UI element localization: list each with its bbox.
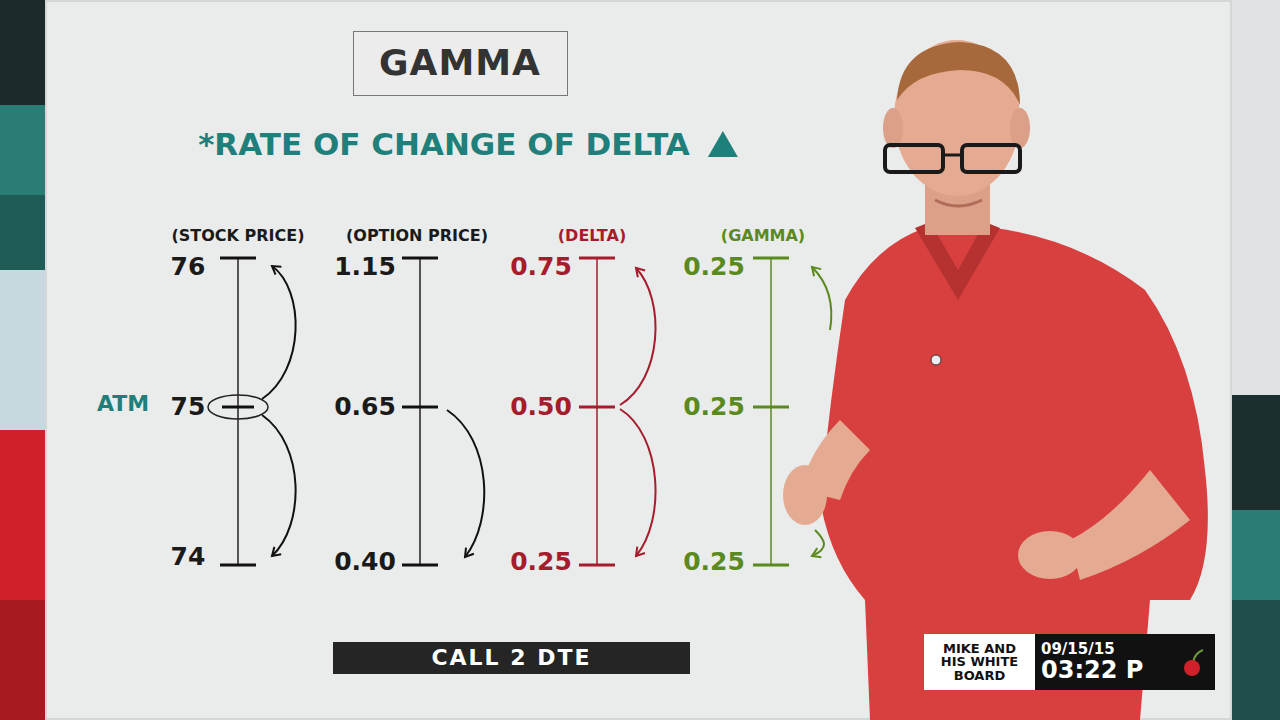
glasses	[885, 145, 943, 172]
scale-tick	[220, 257, 256, 260]
show-logo-box: MIKE AND HIS WHITE BOARD	[924, 634, 1035, 690]
whiteboard-surface	[45, 0, 1232, 720]
logo-text: MIKE AND HIS WHITE BOARD	[930, 642, 1029, 683]
edge-bar	[0, 105, 45, 195]
edge-bar	[1232, 395, 1280, 510]
price-value: 75	[171, 393, 206, 422]
delta-value: 0.75	[510, 253, 572, 282]
curved-arrow	[262, 266, 296, 399]
gamma-value: 0.25	[683, 253, 745, 282]
scale-tick	[579, 564, 615, 567]
scale-line	[770, 258, 772, 565]
edge-bar	[0, 430, 45, 600]
mouth	[935, 200, 982, 206]
scale-tick	[753, 406, 789, 409]
timestamp-box: 09/15/1503:22 P	[1035, 634, 1215, 690]
price-value: 74	[171, 543, 206, 572]
scale-tick	[402, 257, 438, 260]
scale-tick	[402, 564, 438, 567]
scale-line	[596, 258, 598, 565]
edge-bar	[1232, 510, 1280, 600]
delta-symbol	[708, 131, 738, 157]
hand	[1018, 531, 1082, 579]
edge-bar	[0, 195, 45, 270]
glasses-bridge	[943, 154, 962, 157]
scale-tick	[579, 257, 615, 260]
cherry-icon	[1179, 648, 1207, 678]
scale-tick	[753, 257, 789, 260]
curved-arrow	[812, 267, 831, 330]
column-header: (DELTA)	[558, 227, 626, 245]
forearm	[1070, 470, 1190, 580]
option-value: 0.40	[334, 548, 396, 577]
gamma-scale	[753, 258, 831, 565]
option-scale	[402, 258, 484, 565]
scale-line	[237, 258, 239, 565]
title-text: GAMMA	[379, 42, 541, 83]
cherry-stem	[1193, 650, 1203, 662]
edge-bar	[0, 270, 45, 430]
column-header: (GAMMA)	[721, 227, 805, 245]
delta-scale	[579, 258, 656, 565]
band-text: CALL 2 DTE	[431, 646, 591, 670]
call-band: CALL 2 DTE	[333, 642, 690, 674]
title-box: GAMMA	[353, 31, 568, 96]
presenter-figure	[783, 40, 1208, 720]
column-header: (OPTION PRICE)	[346, 227, 488, 245]
edge-bar	[0, 600, 45, 720]
scale-tick	[402, 406, 438, 409]
edge-bar	[1232, 0, 1280, 395]
hand	[783, 465, 827, 525]
option-value: 0.65	[334, 393, 396, 422]
column-header: (STOCK PRICE)	[171, 227, 304, 245]
cherry-fruit	[1184, 660, 1200, 676]
ear	[883, 108, 903, 148]
edge-bar	[0, 0, 45, 105]
glasses	[962, 145, 1020, 172]
date-text: 09/15/15	[1041, 641, 1115, 658]
curved-arrow	[812, 530, 824, 556]
scale-tick	[220, 564, 256, 567]
ear	[1010, 108, 1030, 148]
price-value: 76	[171, 253, 206, 282]
atm-label: ATM	[97, 391, 149, 416]
time-text: 03:22 P	[1041, 657, 1143, 683]
curved-arrow	[447, 410, 484, 557]
option-value: 1.15	[334, 253, 396, 282]
curved-arrow	[620, 409, 656, 556]
stock-scale	[208, 258, 296, 565]
delta-value: 0.50	[510, 393, 572, 422]
scale-line	[419, 258, 421, 565]
curved-arrow	[262, 415, 296, 556]
edge-bar	[1232, 600, 1280, 720]
lapel-mic	[931, 355, 941, 365]
scale-tick	[579, 406, 615, 409]
delta-value: 0.25	[510, 548, 572, 577]
subtitle: *RATE OF CHANGE OF DELTA	[198, 127, 690, 163]
atm-ellipse	[208, 395, 268, 419]
hair	[897, 42, 1020, 105]
gamma-value: 0.25	[683, 393, 745, 422]
gamma-value: 0.25	[683, 548, 745, 577]
scale-tick	[753, 564, 789, 567]
scale-tick	[222, 406, 254, 409]
curved-arrow	[620, 268, 656, 405]
